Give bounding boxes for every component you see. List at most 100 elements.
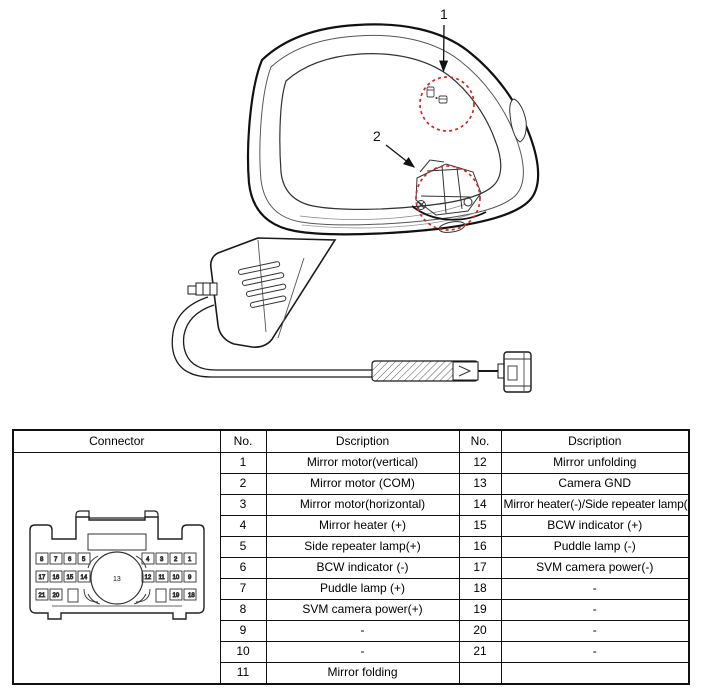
connector-drawing-cell: 13 8 7 6 5 4 3 2 1 17 16 15 14 — [12, 452, 221, 685]
pin-desc-cell: Puddle lamp (-) — [500, 536, 690, 558]
connector-pins: 8 7 6 5 4 3 2 1 17 16 15 14 12 11 10 9 — [35, 552, 197, 603]
pin-desc-cell: - — [500, 641, 690, 663]
pin-desc-cell: BCW indicator (-) — [265, 557, 460, 579]
svg-text:10: 10 — [172, 575, 179, 581]
pin-desc-cell: Puddle lamp (+) — [265, 578, 460, 600]
pin-no-cell: 8 — [219, 599, 267, 621]
pin-no-cell: 20 — [458, 620, 502, 642]
table-header-row: Connector No. Dscription No. Dscription — [12, 429, 690, 453]
table-row: 10 - 21 - — [13, 641, 690, 663]
pin-no-cell: 14 — [458, 494, 502, 516]
svg-text:19: 19 — [172, 593, 179, 599]
svg-text:11: 11 — [158, 575, 165, 581]
connector-face-drawing: 13 8 7 6 5 4 3 2 1 17 16 15 14 — [29, 510, 205, 621]
svg-text:18: 18 — [188, 593, 195, 599]
pin-no-cell: 11 — [219, 662, 267, 685]
callout-2-circle — [415, 165, 481, 231]
table-row: 11 Mirror folding — [13, 662, 690, 685]
pin-desc-cell: Mirror heater (+) — [265, 515, 460, 537]
callout-2-arrow — [385, 144, 416, 168]
pin-no-cell: 13 — [458, 473, 502, 495]
pin-desc-cell: Side repeater lamp(+) — [265, 536, 460, 558]
connector-pinout-table: Connector No. Dscription No. Dscription — [12, 429, 690, 685]
svg-text:3: 3 — [160, 557, 164, 563]
pin-desc-cell: - — [500, 620, 690, 642]
svg-text:8: 8 — [40, 557, 44, 563]
mounting-clip — [187, 282, 218, 296]
svg-text:1: 1 — [188, 557, 192, 563]
pin-no-cell: 5 — [219, 536, 267, 558]
pin-no-cell: 2 — [219, 473, 267, 495]
pin-no-cell: 21 — [458, 641, 502, 663]
svg-text:16: 16 — [52, 575, 59, 581]
pin-desc-cell: Mirror heater(-)/Side repeater lamp(-) — [500, 494, 690, 516]
table-row: 13 8 7 6 5 4 3 2 1 17 16 15 14 — [12, 452, 690, 685]
table-row: 5 Side repeater lamp(+) 16 Puddle lamp (… — [13, 536, 690, 558]
callout-2: 2 — [373, 128, 481, 231]
svg-text:21: 21 — [38, 593, 45, 599]
pin-desc-cell: Mirror motor (COM) — [265, 473, 460, 495]
pin-desc-cell: BCW indicator (+) — [500, 515, 690, 537]
table-row: 3 Mirror motor(horizontal) 14 Mirror hea… — [13, 494, 690, 516]
pin-no-cell: 9 — [219, 620, 267, 642]
table-row: 8 SVM camera power(+) 19 - — [13, 599, 690, 621]
pin-desc-cell: Mirror folding — [265, 662, 460, 685]
pin-desc-cell: - — [265, 641, 460, 663]
callout-1-label: 1 — [440, 6, 448, 22]
pin-desc-cell: SVM camera power(-) — [500, 557, 690, 579]
pin-no-cell: 10 — [219, 641, 267, 663]
pin-desc-cell: Camera GND — [500, 473, 690, 495]
pin-no-cell: 16 — [458, 536, 502, 558]
callout-1-circle — [419, 76, 475, 132]
svg-text:20: 20 — [52, 593, 59, 599]
callout-1: 1 — [419, 6, 475, 132]
pin-no-cell: 7 — [219, 578, 267, 600]
header-desc-right: Dscription — [500, 429, 690, 453]
pin-desc-cell: Mirror motor(horizontal) — [265, 494, 460, 516]
pin-desc-cell: - — [500, 599, 690, 621]
pin-no-cell: 6 — [219, 557, 267, 579]
pin-13-label: 13 — [113, 576, 121, 583]
svg-text:2: 2 — [174, 557, 178, 563]
pin-no-cell: 17 — [458, 557, 502, 579]
header-no-right: No. — [458, 429, 502, 453]
svg-text:6: 6 — [68, 557, 72, 563]
pin-no-cell: 15 — [458, 515, 502, 537]
svg-text:14: 14 — [80, 575, 87, 581]
connector-keyway — [87, 533, 147, 551]
pin-no-cell: 12 — [458, 452, 502, 474]
pin-desc-cell: - — [265, 620, 460, 642]
svg-text:9: 9 — [188, 575, 192, 581]
callout-2-label: 2 — [373, 128, 381, 144]
callout-1-arrow — [439, 24, 449, 73]
harness-end-connector — [478, 351, 532, 393]
pin-desc-cell: - — [500, 578, 690, 600]
header-connector: Connector — [12, 429, 221, 453]
pin-no-cell — [458, 662, 502, 685]
harness-cable — [171, 296, 372, 378]
pin-no-cell: 3 — [219, 494, 267, 516]
svg-text:15: 15 — [66, 575, 73, 581]
table-row: 7 Puddle lamp (+) 18 - — [13, 578, 690, 600]
pin-desc-cell: Mirror motor(vertical) — [265, 452, 460, 474]
glass-heater-terminals — [426, 86, 448, 104]
header-desc-left: Dscription — [265, 429, 460, 453]
svg-text:4: 4 — [146, 557, 150, 563]
connector-center-cavity: 13 — [87, 551, 147, 606]
header-no-left: No. — [219, 429, 267, 453]
svg-text:5: 5 — [82, 557, 86, 563]
table-row: 4 Mirror heater (+) 15 BCW indicator (+) — [13, 515, 690, 537]
svg-text:12: 12 — [144, 575, 151, 581]
pin-desc-cell: SVM camera power(+) — [265, 599, 460, 621]
pin-no-cell: 4 — [219, 515, 267, 537]
mirror-assembly-figure: 1 2 — [171, 6, 540, 393]
pin-no-cell: 18 — [458, 578, 502, 600]
svg-text:7: 7 — [54, 557, 58, 563]
pin-desc-cell: Mirror unfolding — [500, 452, 690, 474]
corrugated-sleeve — [371, 360, 479, 382]
pin-no-cell: 19 — [458, 599, 502, 621]
svg-text:17: 17 — [38, 575, 45, 581]
housing-trim-strip — [509, 98, 527, 143]
table-row: 9 - 20 - — [13, 620, 690, 642]
pin-no-cell: 1 — [219, 452, 267, 474]
